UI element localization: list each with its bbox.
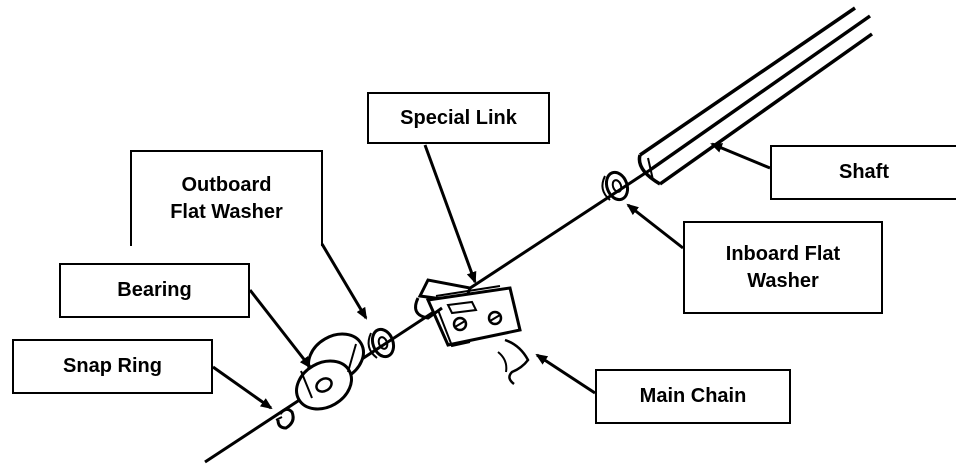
bearing-text: Bearing: [117, 279, 192, 301]
shaft-part: [637, 6, 874, 186]
snap-ring-label: Snap Ring: [12, 339, 213, 394]
inboard-flat-washer-text: Inboard Flat Washer: [725, 242, 841, 292]
shaft-arrow: [710, 142, 771, 170]
main-chain-text: Main Chain: [639, 385, 747, 407]
snap-ring-arrow: [212, 365, 273, 410]
outboard-flat-washer-label: Outboard Flat Washer: [130, 150, 323, 246]
special-link-arrow: [423, 144, 477, 284]
outboard-washer-arrow: [320, 243, 368, 320]
bearing-part: [295, 332, 365, 411]
bearing-label: Bearing: [59, 263, 250, 318]
main-chain-arrow: [535, 353, 596, 395]
outboard-washer-part: [367, 327, 396, 359]
shaft-label: Shaft: [770, 145, 956, 200]
inboard-flat-washer-label: Inboard Flat Washer: [683, 221, 883, 314]
bearing-arrow: [248, 289, 312, 369]
special-link-text: Special Link: [400, 106, 517, 129]
snap-ring-part: [275, 407, 295, 430]
snap-ring-text: Snap Ring: [63, 355, 162, 377]
main-chain-label: Main Chain: [595, 369, 791, 424]
leader-arrows: [212, 142, 771, 410]
inboard-washer-part: [601, 170, 630, 202]
shaft-text: Shaft: [839, 161, 889, 183]
inboard-washer-arrow: [626, 203, 684, 250]
outboard-flat-washer-text: Outboard Flat Washer: [170, 174, 283, 223]
chain-link-part: [414, 278, 530, 385]
special-link-label: Special Link: [367, 92, 550, 144]
